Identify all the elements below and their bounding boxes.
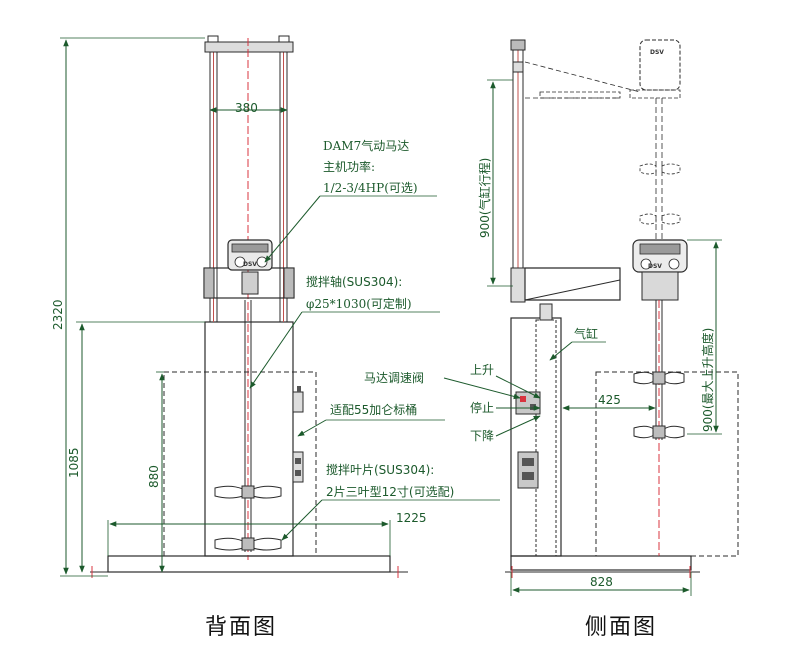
svg-text:1/2-3/4HP(可选): 1/2-3/4HP(可选) [323,181,418,195]
dim-828: 828 [510,572,692,596]
back-motor-logo: DSV [243,261,257,268]
caption-back-view: 背面图 [205,615,277,640]
dim-1085: 1085 [67,321,205,573]
side-motor-raised: DSV [524,39,681,270]
side-speed-valve [515,391,541,415]
back-motor: DSV [227,239,273,295]
svg-text:380: 380 [235,101,258,115]
svg-text:DSV: DSV [650,49,664,56]
side-motor: DSV [632,239,688,301]
dim-880: 880 [147,371,165,573]
svg-text:适配55加仑标桶: 适配55加仑标桶 [330,402,417,417]
svg-text:DSV: DSV [648,263,662,270]
caption-side-view: 侧面图 [585,615,657,640]
svg-text:主机功率:: 主机功率: [323,159,375,174]
callout-stop: 停止 [470,400,541,415]
svg-text:停止: 停止 [470,400,494,415]
dim-425: 425 [562,393,656,411]
svg-text:828: 828 [590,575,613,589]
back-top-plate [204,41,294,53]
callout-cylinder: 气缸 [549,326,606,361]
svg-text:搅拌轴(SUS304):: 搅拌轴(SUS304): [306,274,402,289]
svg-text:425: 425 [598,393,621,407]
dim-380: 380 [209,101,288,115]
side-cylinder [535,319,557,557]
side-arm [524,267,621,301]
side-tank-outline [595,371,739,557]
svg-text:φ25*1030(可定制): φ25*1030(可定制) [306,296,412,311]
svg-text:900(最大上升高度): 900(最大上升高度) [700,328,715,432]
back-view: DSV 380 [51,35,500,578]
side-impeller-lower [633,425,685,439]
back-valve-lower [292,451,304,483]
dim-900-stroke: 900(气缸行程) [477,79,513,287]
svg-text:1085: 1085 [67,447,81,478]
svg-text:马达调速阀: 马达调速阀 [364,371,424,385]
back-valve-upper [292,386,304,413]
svg-text:搅拌叶片(SUS304):: 搅拌叶片(SUS304): [326,462,434,477]
callout-tank: 适配55加仑标桶 [297,402,445,437]
callout-speed-valve: 马达调速阀 [364,371,521,400]
callout-down: 下降 [470,415,541,443]
back-base-plate [107,555,391,573]
dim-1225: 1225 [107,511,427,556]
svg-text:880: 880 [147,465,161,488]
svg-text:气缸: 气缸 [574,326,598,341]
svg-text:900(气缸行程): 900(气缸行程) [477,158,492,238]
side-impeller-upper [633,371,685,385]
side-filter-unit [517,451,539,489]
back-impeller-lower [214,537,282,551]
dim-900-lift: 900(最大上升高度) [687,239,722,435]
callout-shaft: 搅拌轴(SUS304): φ25*1030(可定制) [249,274,440,389]
callout-up: 上升 [470,363,541,399]
svg-text:下降: 下降 [470,429,494,443]
svg-text:上升: 上升 [470,363,494,377]
svg-text:2320: 2320 [51,299,65,330]
back-impeller-upper [214,485,282,499]
dim-2320: 2320 [51,37,205,577]
side-base-plate [510,555,692,571]
svg-text:DAM7气动马达: DAM7气动马达 [323,138,409,153]
svg-text:2片三叶型12寸(可选配): 2片三叶型12寸(可选配) [326,485,454,499]
callout-motor: DAM7气动马达 主机功率: 1/2-3/4HP(可选) [264,138,437,263]
back-column [204,321,294,557]
svg-text:1225: 1225 [396,511,427,525]
side-view: DSV DSV [364,39,739,596]
callout-blades: 搅拌叶片(SUS304): 2片三叶型12寸(可选配) [281,462,500,541]
